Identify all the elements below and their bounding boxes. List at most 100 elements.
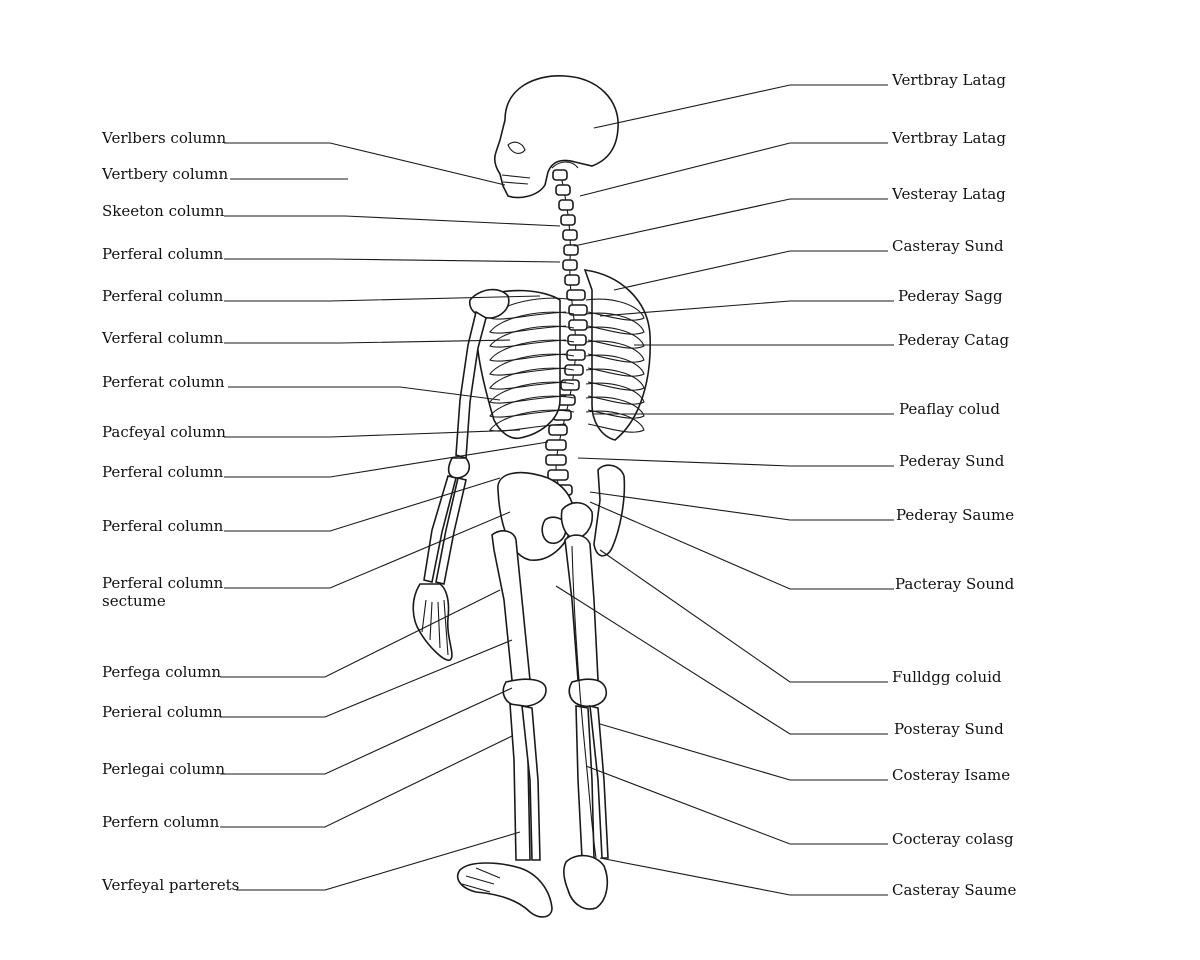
vertebra [568, 319, 588, 331]
rib [585, 326, 645, 349]
rib [489, 409, 575, 432]
leader-line [593, 84, 888, 129]
right-label: Pederay Sund [899, 452, 1005, 470]
leader-line [589, 501, 894, 590]
left-label: Perferal column [102, 245, 224, 263]
vertebra [548, 424, 568, 436]
right-label: Casteray Saume [892, 881, 1017, 899]
leader-line [236, 831, 521, 891]
leader-line [555, 585, 888, 735]
leader-line [599, 300, 894, 317]
rib [489, 325, 575, 348]
vertebra [564, 274, 580, 286]
rib [489, 353, 575, 376]
left-label: Perferat column [102, 373, 225, 391]
rib [489, 339, 575, 362]
leader-line [585, 765, 888, 845]
vertebra [560, 379, 580, 391]
rib [585, 312, 645, 335]
left-label: Perferal column [102, 574, 224, 592]
right-label: Cocteray colasg [892, 830, 1014, 848]
rib-cage [475, 269, 651, 441]
leader-line [599, 857, 888, 896]
left-label: Vertbery column [102, 165, 229, 183]
leader-line [224, 295, 541, 302]
vertebra [560, 214, 576, 226]
vertebra [562, 259, 578, 271]
vertebra [547, 469, 569, 481]
rib [585, 340, 645, 363]
leader-line [579, 142, 888, 197]
right-label: Peaflay colud [899, 400, 1000, 418]
pelvis [497, 464, 626, 561]
leader-line [599, 549, 888, 683]
right-label: Casteray Sund [892, 237, 1004, 255]
vertebra [568, 304, 588, 316]
right-label: Pederay Saume [896, 506, 1015, 524]
arm [412, 288, 510, 661]
left-label: Perieral column [102, 703, 223, 721]
left-label-multiline: Perferal column sectume [102, 574, 223, 610]
left-label: Perferal column [102, 463, 224, 481]
right-label: Vertbray Latag [892, 71, 1006, 89]
leader-line [224, 441, 549, 478]
rib [489, 311, 575, 334]
leader-line [220, 735, 513, 828]
right-label: Vesteray Latag [892, 185, 1006, 203]
vertebra [566, 289, 586, 301]
leader-line [577, 457, 894, 467]
left-label: Verferal column [102, 329, 224, 347]
rib [585, 368, 645, 391]
leader-line [599, 723, 888, 781]
leader-line [220, 687, 513, 775]
leader-line [228, 386, 501, 401]
right-label: Costeray Isame [892, 766, 1011, 784]
left-label: Perferal column [102, 287, 224, 305]
leader-line [224, 215, 561, 227]
right-label: Posteray Sund [894, 720, 1004, 738]
rib [489, 381, 575, 404]
rib [585, 298, 645, 321]
left-label: Pacfeyal column [102, 423, 226, 441]
left-label: Perlegai column [102, 760, 226, 778]
rib [585, 410, 645, 433]
leader-line [589, 491, 894, 521]
left-label: Verlbers column [102, 129, 227, 147]
rib [585, 354, 645, 377]
rib [585, 382, 645, 405]
legs [456, 530, 609, 918]
vertebra [563, 244, 579, 256]
leader-line [224, 142, 506, 186]
leader-line [220, 639, 513, 718]
vertebra [545, 454, 567, 466]
vertebra [552, 169, 568, 181]
leader-lines [220, 84, 894, 896]
rib [489, 367, 575, 390]
left-label: Verfeyal parterets [102, 876, 240, 894]
leader-line [224, 429, 521, 438]
skull [493, 75, 619, 199]
vertebra [562, 229, 578, 241]
right-label: Vertbray Latag [892, 129, 1006, 147]
right-label: Pacteray Sound [895, 575, 1015, 593]
vertebra [558, 199, 574, 211]
leader-line [224, 258, 561, 263]
vertebra [545, 439, 567, 451]
leader-line [224, 511, 511, 589]
left-label: Skeeton column [102, 202, 225, 220]
spine [545, 169, 588, 521]
right-label: Pederay Sagg [898, 287, 1003, 305]
leader-line [573, 198, 888, 247]
left-label-sub: sectume [102, 592, 166, 610]
vertebra [555, 184, 571, 196]
leader-line [224, 339, 511, 344]
leader-line [224, 477, 501, 532]
left-label: Perfega column [102, 663, 221, 681]
leader-line [220, 589, 501, 678]
rib [489, 395, 575, 418]
left-label: Perfern column [102, 813, 220, 831]
vertebra [567, 334, 587, 346]
left-label: Perferal column [102, 517, 224, 535]
